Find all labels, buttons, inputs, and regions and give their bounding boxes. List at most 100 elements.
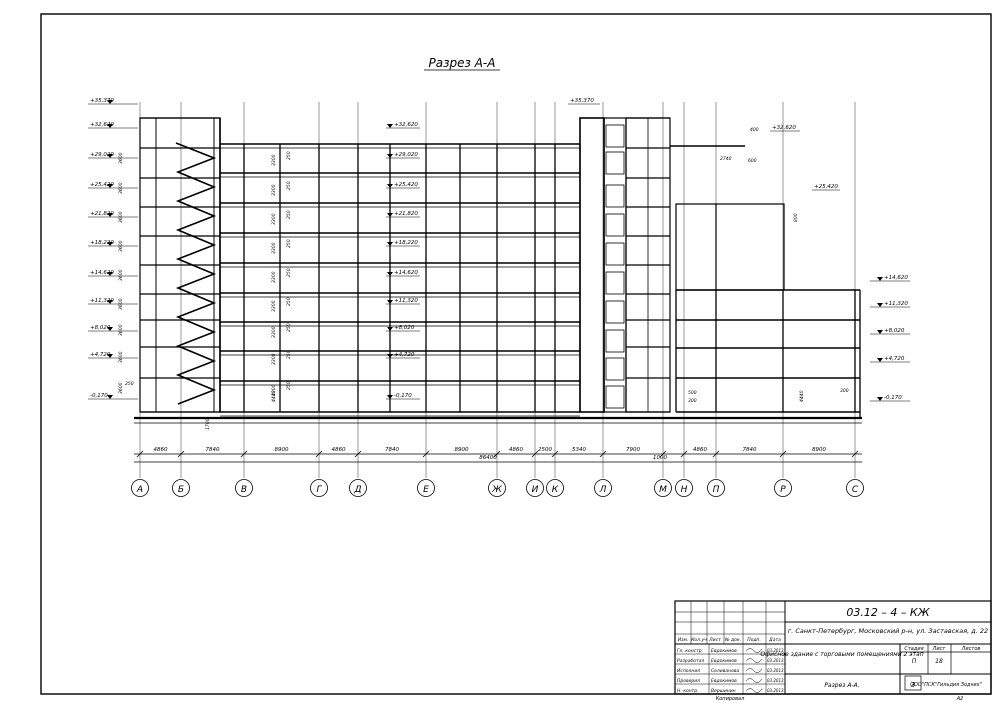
elevation-arrow xyxy=(387,300,393,304)
axis-label: Ж xyxy=(491,485,502,495)
elevation-arrow xyxy=(107,124,113,128)
stamp-name: Евдокимов xyxy=(711,678,737,684)
elevation-arrow xyxy=(877,330,883,334)
org-logo xyxy=(904,675,922,691)
misc-dimension: 800 xyxy=(793,213,799,222)
slab-dimension: 250 xyxy=(286,350,292,359)
axis-bubble xyxy=(349,479,367,497)
dimension-tick xyxy=(531,450,539,458)
stamp-role: Н. контр. xyxy=(677,688,699,694)
dimension-tick xyxy=(422,450,430,458)
misc-dimension: 250 xyxy=(125,381,134,387)
core-opening xyxy=(605,329,625,353)
stamp-role: Проверил xyxy=(677,678,700,684)
elevation-arrow xyxy=(387,327,393,331)
dimension-tick xyxy=(779,450,787,458)
elevation-label: +35,370 xyxy=(570,98,594,104)
floor-dimension: 3600 xyxy=(118,351,124,363)
span-dimension: 5340 xyxy=(572,447,586,453)
elevation-label: +14,620 xyxy=(884,275,908,281)
stamp-name: Евдокимов xyxy=(711,658,737,664)
stage-value: П xyxy=(912,658,917,665)
stamp-header: № док. xyxy=(724,637,741,643)
stage-label: Стадия xyxy=(904,646,923,652)
axis-label: М xyxy=(659,485,667,495)
span-dimension: 7840 xyxy=(385,447,399,453)
upper-frame xyxy=(675,203,785,291)
core-opening xyxy=(605,357,625,381)
axis-label: Г xyxy=(316,485,322,495)
elevation-label: +29,020 xyxy=(394,152,418,158)
elevation-arrow xyxy=(107,213,113,217)
core-opening xyxy=(605,151,625,175)
elevation-arrow xyxy=(107,242,113,246)
slab-dimension: 250 xyxy=(286,381,292,390)
slab-dimension: 250 xyxy=(286,181,292,190)
elevation-label: +18,220 xyxy=(90,240,114,246)
axis-label: Н xyxy=(681,485,688,495)
dimension-tick xyxy=(599,450,607,458)
elevation-arrow xyxy=(107,184,113,188)
misc-dimension: 400 xyxy=(750,127,759,133)
misc-dimension: 2740 xyxy=(720,156,732,162)
stamp-date: 03.2013 xyxy=(767,678,784,683)
core-opening xyxy=(605,385,625,409)
sheet-frame xyxy=(40,13,992,695)
sheet-title: Разрез А-А. xyxy=(824,682,859,689)
core-wall xyxy=(579,117,605,413)
span-dimension: 2500 xyxy=(538,447,552,453)
stamp-name: Евдокимов xyxy=(711,648,737,654)
floor-dimension: 3300 xyxy=(271,384,277,396)
floor-dimension: 3300 xyxy=(271,184,277,196)
project-address: г. Санкт-Петербург, Московский р-н, ул. … xyxy=(788,627,988,635)
elevation-arrow xyxy=(387,184,393,188)
dimension-tick xyxy=(551,450,559,458)
stamp-role: Разработал xyxy=(677,658,704,664)
elevation-arrow xyxy=(387,154,393,158)
elevation-arrow xyxy=(387,395,393,399)
organization-name: ООО"ПСК"Гильдия Зодчих" xyxy=(910,682,982,688)
signature xyxy=(745,668,763,673)
axis-label: Д xyxy=(353,485,361,495)
stamp-border xyxy=(674,600,992,695)
dimension-tick xyxy=(240,450,248,458)
ground-dimension: 4440 xyxy=(271,390,277,402)
elevation-arrow xyxy=(107,395,113,399)
floor-dimension: 3600 xyxy=(118,269,124,281)
floor-dimension: 3300 xyxy=(271,353,277,365)
stamp-date: 03.2013 xyxy=(767,688,784,693)
dimension-tick xyxy=(493,450,501,458)
elevation-label: +32,620 xyxy=(90,122,114,128)
elevation-arrow xyxy=(877,397,883,401)
axis-bubble xyxy=(172,479,190,497)
span-dimension: 8900 xyxy=(455,447,469,453)
elevation-label: +21,820 xyxy=(394,211,418,217)
elevation-label: +11,320 xyxy=(394,298,418,304)
axis-bubble xyxy=(526,479,544,497)
axis-bubble xyxy=(546,479,564,497)
elevation-arrow xyxy=(387,272,393,276)
small-dimension: 1000 xyxy=(653,455,667,461)
dimension-tick xyxy=(136,450,144,458)
slab-dimension: 250 xyxy=(286,239,292,248)
axis-bubble xyxy=(131,479,149,497)
stamp-date: 03.2013 xyxy=(767,668,784,673)
elevation-label: +32,620 xyxy=(772,125,796,131)
stamp-name: Вершинин xyxy=(711,688,736,694)
ground-dimension: 4440 xyxy=(799,390,805,402)
axis-label: Е xyxy=(423,485,429,495)
floor-dimension: 3300 xyxy=(271,154,277,166)
elevation-label: +11,320 xyxy=(90,298,114,304)
elevation-label: +4,720 xyxy=(90,352,111,358)
floor-dimension: 3600 xyxy=(118,182,124,194)
floor-dimension: 3300 xyxy=(271,242,277,254)
slab-dimension: 250 xyxy=(286,268,292,277)
elevation-label: +32,620 xyxy=(394,122,418,128)
elevation-arrow xyxy=(387,124,393,128)
sheet-label: Лист xyxy=(932,646,947,652)
axis-bubble xyxy=(654,479,672,497)
elevation-label: +8,020 xyxy=(394,325,415,331)
slab-dimension: 250 xyxy=(286,323,292,332)
span-dimension: 4860 xyxy=(509,447,523,453)
